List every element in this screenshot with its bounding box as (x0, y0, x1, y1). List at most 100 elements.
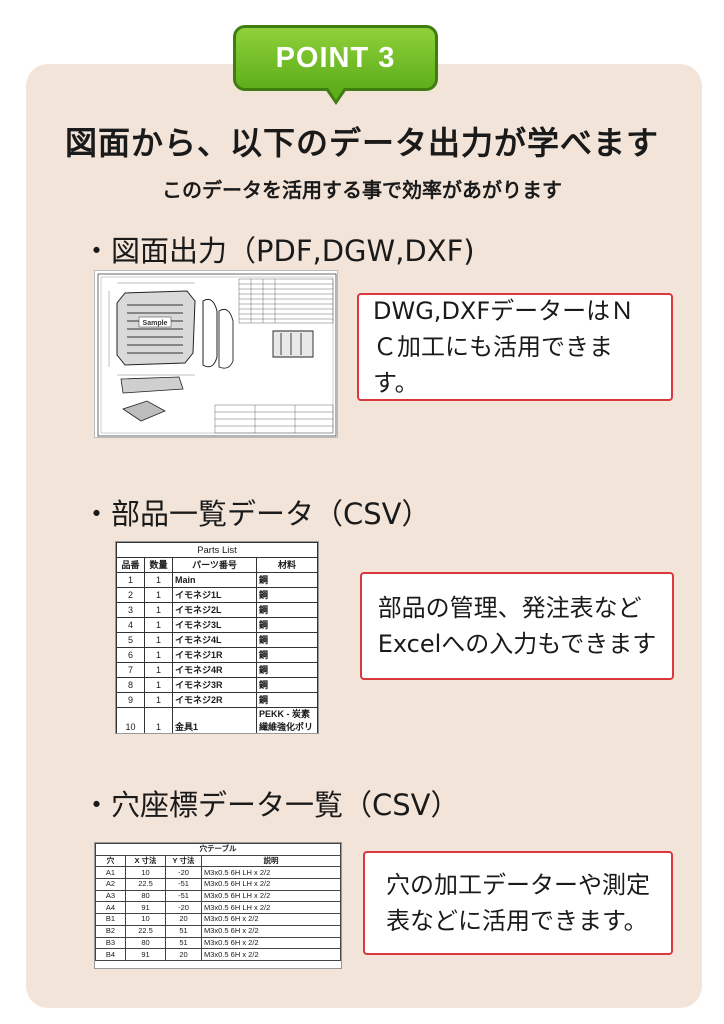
table-cell: 金具1 (172, 707, 257, 733)
table-cell: イモネジ1R (172, 647, 257, 663)
page-subtitle: このデータを活用する事で効率があがります (162, 178, 562, 202)
table-cell: M3x0.5 6H x 2/2 (201, 948, 341, 961)
table-cell: 51 (165, 936, 202, 950)
badge-pointer-fill (328, 88, 344, 100)
table-cell: イモネジ3L (172, 617, 257, 633)
callout-hole-coordinates: 穴の加工データーや測定 表などに活用できます。 (363, 851, 673, 955)
column-header: X 寸法 (125, 854, 166, 868)
table-cell: イモネジ4L (172, 632, 257, 648)
table-cell: 鋼 (256, 632, 318, 648)
table-cell: 鋼 (256, 692, 318, 708)
table-cell: 1 (144, 692, 173, 708)
table-cell: B4 (95, 948, 126, 961)
table-cell: B3 (95, 936, 126, 950)
table-cell: 20 (165, 913, 202, 926)
parts-list-caption: Parts List (116, 542, 318, 558)
callout-line: Excelへの入力もできます (377, 630, 657, 658)
table-cell: 80 (125, 936, 166, 950)
table-cell: 20 (165, 948, 202, 961)
table-cell: 80 (125, 889, 166, 903)
drawing-thumbnail: Sample (94, 270, 338, 438)
table-cell: 鋼 (256, 587, 318, 603)
table-cell: 91 (125, 901, 166, 915)
table-cell: 1 (144, 617, 173, 633)
table-cell: 鋼 (256, 647, 318, 663)
table-cell: 91 (125, 948, 166, 961)
table-cell: -20 (165, 901, 202, 915)
table-cell: M3x0.5 6H LH x 2/2 (201, 866, 341, 880)
table-cell: イモネジ3R (172, 677, 257, 693)
table-cell: PEKK - 炭素繊維強化ポリマー (256, 707, 318, 733)
table-cell: A1 (95, 866, 126, 880)
section-heading-parts-list: ・部品一覧データ（CSV） (82, 497, 431, 531)
table-cell: A4 (95, 901, 126, 915)
table-cell: A3 (95, 889, 126, 903)
column-header: パーツ番号 (172, 557, 257, 573)
callout-line: 部品の管理、発注表など (377, 594, 642, 622)
table-cell: 3 (116, 602, 145, 618)
column-header: Y 寸法 (165, 854, 202, 868)
table-cell: 1 (144, 647, 173, 663)
table-cell: 5 (116, 632, 145, 648)
table-cell: 1 (144, 662, 173, 678)
table-cell: 9 (116, 692, 145, 708)
table-cell: M3x0.5 6H LH x 2/2 (201, 878, 341, 891)
table-cell: 51 (165, 924, 202, 938)
drawing-watermark: Sample (143, 320, 168, 327)
callout-line: 穴の加工データーや測定 (386, 871, 650, 899)
section-heading-drawing-output: ・図面出力（PDF,DGW,DXF) (82, 234, 475, 268)
table-cell: -20 (165, 866, 202, 880)
column-header: 数量 (144, 557, 173, 573)
table-cell: B2 (95, 924, 126, 938)
callout-parts-list: 部品の管理、発注表など Excelへの入力もできます (360, 572, 674, 680)
column-header: 品番 (116, 557, 145, 573)
table-cell: 10 (116, 707, 145, 733)
table-cell: イモネジ2L (172, 602, 257, 618)
table-cell: イモネジ1L (172, 587, 257, 603)
table-cell: 1 (144, 677, 173, 693)
table-cell: 1 (144, 587, 173, 603)
table-cell: M3x0.5 6H x 2/2 (201, 913, 341, 926)
table-cell: 7 (116, 662, 145, 678)
table-cell: -51 (165, 889, 202, 903)
table-cell: M3x0.5 6H LH x 2/2 (201, 889, 341, 903)
point-badge: POINT 3 (233, 25, 438, 91)
table-cell: 22.5 (125, 878, 166, 891)
table-cell: Main (172, 572, 257, 588)
table-cell: M3x0.5 6H x 2/2 (201, 924, 341, 938)
table-cell: 22.5 (125, 924, 166, 938)
table-cell: B1 (95, 913, 126, 926)
table-cell: 鋼 (256, 677, 318, 693)
table-cell: 8 (116, 677, 145, 693)
table-cell: 1 (144, 632, 173, 648)
callout-line: DWG,DXFデーターはＮ (373, 297, 635, 325)
table-cell: 10 (125, 913, 166, 926)
section-heading-hole-coordinates: ・穴座標データ一覧（CSV） (82, 788, 460, 822)
table-cell: 1 (144, 602, 173, 618)
column-header: 穴 (95, 854, 126, 868)
table-cell: 2 (116, 587, 145, 603)
table-cell: イモネジ2R (172, 692, 257, 708)
column-header: 材料 (256, 557, 318, 573)
cad-drawing-image: Sample (97, 273, 337, 437)
table-cell: A2 (95, 878, 126, 891)
callout-line: 表などに活用できます。 (386, 907, 648, 935)
